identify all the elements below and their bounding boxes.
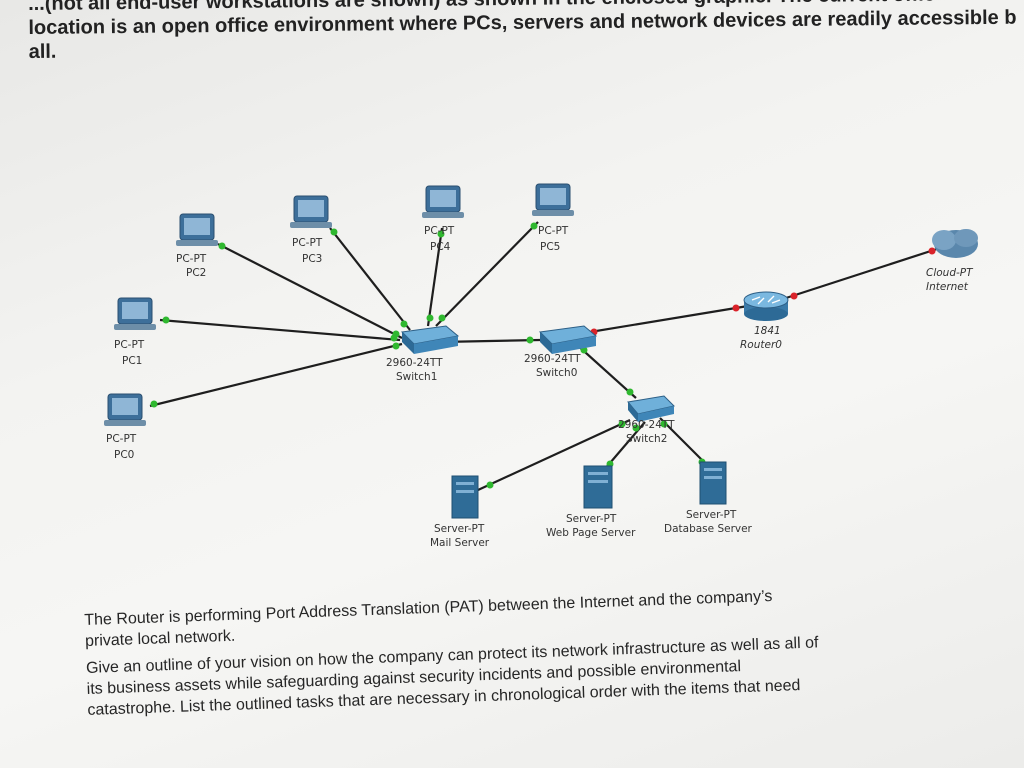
- server-icon: [699, 461, 727, 505]
- link-pc5-switch1: [435, 221, 539, 327]
- pc-icon: [114, 297, 156, 330]
- pc4-type: PC-PT: [424, 225, 455, 237]
- pc-icon: [290, 195, 332, 228]
- mail-server-node: Server-PT Mail Server: [430, 475, 490, 549]
- database-server-name: Database Server: [664, 523, 753, 535]
- router0-name: Router0: [740, 339, 782, 351]
- pc0-type: PC-PT: [106, 433, 137, 445]
- pc3-node: PC-PT PC3: [290, 195, 332, 265]
- switch-icon: [627, 395, 675, 422]
- pc4-name: PC4: [430, 241, 451, 253]
- pc1-node: PC-PT PC1: [114, 297, 156, 367]
- switch0-name: Switch0: [536, 367, 577, 379]
- pc2-node: PC-PT PC2: [176, 213, 218, 279]
- pc2-type: PC-PT: [176, 253, 207, 265]
- router-icon: [743, 291, 789, 321]
- pc0-node: PC-PT PC0: [104, 393, 146, 461]
- switch0-type: 2960-24TT: [524, 353, 581, 365]
- link-pc4-switch1: [426, 227, 444, 327]
- link-pc2-switch1: [217, 243, 403, 339]
- link-pc3-switch1: [329, 227, 411, 331]
- pc1-type: PC-PT: [114, 339, 145, 351]
- router0-type: 1841: [754, 325, 781, 337]
- link-switch2-mail: [477, 419, 631, 491]
- switch2-node: 2960-24TT Switch2: [618, 395, 675, 445]
- switch2-name: Switch2: [626, 433, 667, 445]
- cloud-name: Internet: [926, 281, 969, 293]
- server-icon: [583, 465, 613, 509]
- switch-icon: [538, 325, 598, 354]
- cloud-type: Cloud-PT: [926, 267, 974, 279]
- pc3-type: PC-PT: [292, 237, 323, 249]
- pc1-name: PC1: [122, 355, 142, 367]
- pc3-name: PC3: [302, 253, 322, 265]
- switch1-name: Switch1: [396, 371, 437, 383]
- web-server-node: Server-PT Web Page Server: [546, 465, 636, 539]
- pc2-name: PC2: [186, 267, 206, 279]
- switch0-node: 2960-24TT Switch0: [524, 325, 598, 379]
- mail-server-type: Server-PT: [434, 523, 485, 535]
- web-server-name: Web Page Server: [546, 527, 636, 539]
- cloud-icon: [932, 229, 978, 258]
- switch1-type: 2960-24TT: [386, 357, 443, 369]
- web-server-type: Server-PT: [566, 513, 617, 525]
- link-pc1-switch1: [159, 318, 401, 342]
- pc-icon: [422, 185, 464, 218]
- link-switch0-switch2: [575, 343, 637, 399]
- pc5-name: PC5: [540, 241, 560, 253]
- pc5-node: PC-PT PC5: [532, 183, 574, 253]
- link-router0-cloud: [785, 246, 941, 300]
- pc0-name: PC0: [114, 449, 134, 461]
- link-pc0-switch1: [149, 342, 403, 408]
- database-server-type: Server-PT: [686, 509, 737, 521]
- database-server-node: Server-PT Database Server: [664, 461, 753, 535]
- switch1-node: 2960-24TT Switch1: [386, 325, 460, 383]
- router0-node: 1841 Router0: [740, 291, 789, 351]
- link-switch2-db: [659, 417, 709, 467]
- switch2-type: 2960-24TT: [618, 419, 675, 431]
- pc5-type: PC-PT: [538, 225, 569, 237]
- pc-icon: [532, 183, 574, 216]
- port-indicators: [150, 222, 936, 489]
- link-switch0-router0: [577, 304, 749, 336]
- server-icon: [451, 475, 479, 519]
- pc-icon: [176, 213, 218, 246]
- cloud-node: Cloud-PT Internet: [926, 229, 978, 293]
- pc-icon: [104, 393, 146, 426]
- pc4-node: PC-PT PC4: [422, 185, 464, 253]
- mail-server-name: Mail Server: [430, 537, 490, 549]
- switch-icon: [400, 325, 460, 354]
